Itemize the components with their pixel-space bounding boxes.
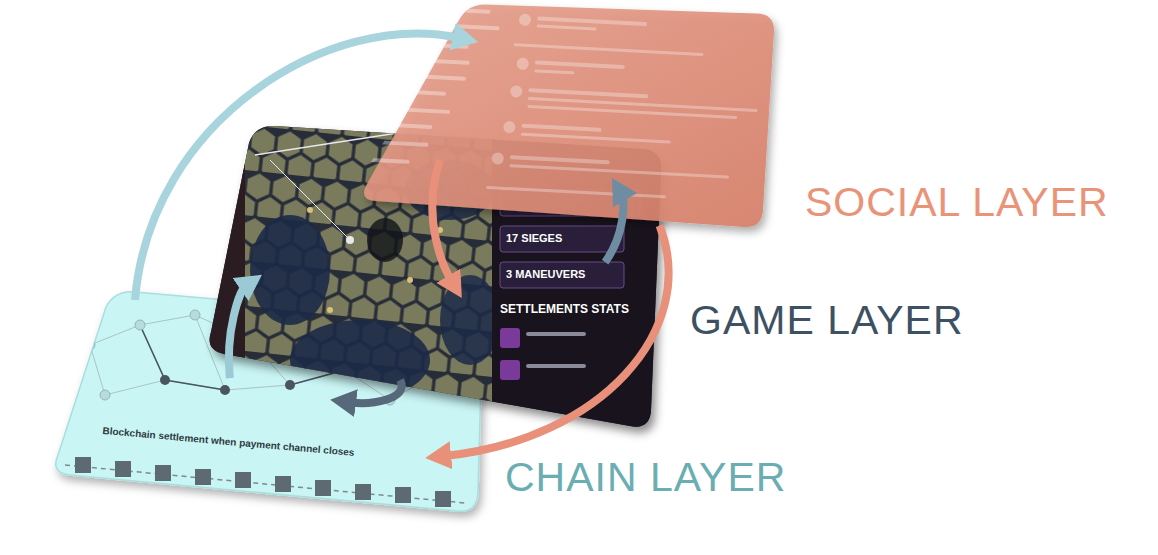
social-layer: SOCIAL LAYER [350, 0, 780, 235]
layer-arrow [432, 160, 451, 281]
layer-label: GAME LAYER [690, 298, 964, 343]
layer-label: SOCIAL LAYER [805, 180, 1109, 225]
stat-label: 3 MANEUVERS [506, 268, 585, 281]
layer-arrow [135, 34, 459, 300]
social-layer-panel [350, 0, 780, 235]
block-squares [75, 457, 451, 507]
stats-heading: SETTLEMENTS STATS [500, 302, 629, 316]
stat-label: 17 SIEGES [506, 232, 562, 245]
chat-illustration [368, 4, 762, 203]
layer-arrow [445, 226, 668, 456]
layer-arrow [229, 286, 246, 378]
layer-label: CHAIN LAYER [505, 455, 786, 500]
layer-arrow [350, 380, 402, 403]
layer-arrow [605, 195, 623, 262]
social-panel-outline [364, 5, 774, 227]
